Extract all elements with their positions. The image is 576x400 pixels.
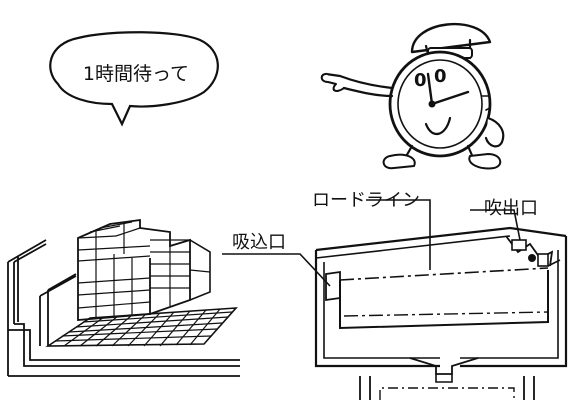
alarm-clock-mascot-icon: 0 0 [320, 22, 505, 170]
stacked-cargo-illustration [7, 218, 240, 377]
container-cross-section [314, 226, 568, 400]
label-leader-lines [222, 199, 521, 287]
intake-label: 吸込口 [232, 232, 286, 253]
svg-text:0: 0 [434, 66, 447, 87]
load-line-label: ロードライン [312, 190, 420, 211]
speech-bubble: 1時間待って [49, 31, 219, 127]
outlet-label: 吹出口 [484, 198, 538, 219]
speech-bubble-text: 1時間待って [83, 63, 189, 85]
svg-text:0: 0 [414, 70, 427, 91]
